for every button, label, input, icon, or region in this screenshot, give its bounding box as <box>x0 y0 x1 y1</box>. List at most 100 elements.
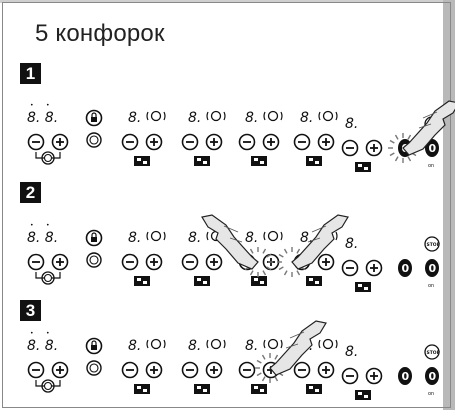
step-badge-1: 1 <box>20 63 41 84</box>
power-right-button[interactable] <box>425 367 439 385</box>
zone4-position-icon-cell-b <box>260 389 264 392</box>
zone5-burner-icon-arcs <box>318 111 338 121</box>
touch-highlight-1-ray <box>249 270 254 276</box>
touch-highlight-2-ray <box>296 248 301 254</box>
zone3-display: 8. <box>188 110 201 126</box>
zone4-burner-icon <box>267 338 279 350</box>
zone6-position-icon <box>355 390 371 400</box>
touch-highlight-1-ray <box>261 354 266 360</box>
indicator-dot-a: • <box>30 330 34 337</box>
touch-highlight-1-ray <box>274 354 279 360</box>
pointing-hand-1 <box>201 214 259 270</box>
power-right-button-label: 0 <box>429 262 437 275</box>
lock-icon-shackle <box>91 340 97 345</box>
zone4-display: 8. <box>245 338 258 354</box>
zone5-display: 8. <box>300 230 313 246</box>
timer-icon-inner <box>89 135 99 145</box>
touch-highlight-2-ray <box>296 270 301 276</box>
zone4-position-icon-cell-b <box>260 281 264 284</box>
timer-icon-inner <box>89 255 99 265</box>
touch-highlight-2-ray <box>283 248 288 254</box>
double-ring-icon-inner <box>43 273 53 283</box>
power-caption: on <box>428 391 434 397</box>
zone6-position-icon <box>355 282 371 292</box>
zone3-position-icon-cell-b <box>203 161 207 164</box>
zone4-position-icon <box>251 156 267 166</box>
zone5-position-icon-cell-b <box>315 161 319 164</box>
touch-highlight-1-ray <box>274 376 279 382</box>
zone6-position-icon-cell-b <box>364 395 368 398</box>
zone6-display: 8. <box>345 344 358 360</box>
double-ring-icon-inner <box>43 153 53 163</box>
zone4-burner-icon <box>267 230 279 242</box>
zone3-position-icon <box>194 156 210 166</box>
zone6-position-icon-cell-b <box>364 287 368 290</box>
figure-title: 5 конфорок <box>35 20 165 47</box>
pointing-hand-2 <box>291 214 349 270</box>
zone3-position-icon-cell-b <box>203 389 207 392</box>
zone4-burner-icon <box>267 110 279 122</box>
lock-icon-shackle <box>91 232 97 237</box>
power-right-button-label: 0 <box>429 370 437 383</box>
stop-button[interactable] <box>424 344 440 360</box>
zone3-position-icon <box>194 384 210 394</box>
figure-frame <box>2 2 451 408</box>
power-caption: on <box>428 163 434 169</box>
zone1-bracket <box>35 272 61 279</box>
touch-highlight-1-ray <box>266 266 272 271</box>
pointing-hand-1-creases <box>223 225 243 243</box>
touch-highlight-1-ray <box>261 376 266 382</box>
touch-highlight-1-ray <box>394 156 399 162</box>
zone6-display: 8. <box>345 116 358 132</box>
timer-icon <box>86 132 102 148</box>
touch-highlight-1-ray <box>389 152 395 157</box>
zone3-position-icon-cell-a <box>197 158 201 161</box>
zone6-position-icon <box>355 162 371 172</box>
zone2-burner-icon-arcs <box>146 339 166 349</box>
power-right-button[interactable] <box>425 259 439 277</box>
double-ring-icon <box>41 379 55 393</box>
double-ring-icon-inner <box>43 381 53 391</box>
stop-button[interactable] <box>424 236 440 252</box>
zone1-bracket <box>35 152 61 159</box>
step-badge-3: 3 <box>20 300 41 321</box>
zone5-burner-icon <box>322 338 334 350</box>
zone4-position-icon-cell-b <box>260 161 264 164</box>
double-zone-display: 8. 8. <box>27 110 58 126</box>
power-left-button[interactable] <box>398 259 412 277</box>
zone5-display: 8. <box>300 110 313 126</box>
zone6-position-icon-cell-a <box>358 284 362 287</box>
zone2-position-icon-cell-b <box>143 281 147 284</box>
zone2-burner-icon <box>150 230 162 242</box>
zone2-display: 8. <box>128 230 141 246</box>
zone2-display: 8. <box>128 338 141 354</box>
touch-highlight-2-ray <box>283 270 288 276</box>
step-badge-2: 2 <box>20 182 41 203</box>
zone2-position-icon-cell-a <box>137 278 141 281</box>
zone5-position-icon <box>306 276 322 286</box>
zone2-position-icon <box>134 156 150 166</box>
zone3-position-icon <box>194 276 210 286</box>
indicator-dot-b: • <box>46 330 50 337</box>
zone5-position-icon <box>306 156 322 166</box>
zone3-burner-icon-arcs <box>206 339 226 349</box>
zone6-display: 8. <box>345 236 358 252</box>
zone6-position-icon-cell-a <box>358 164 362 167</box>
touch-highlight-1-ray <box>407 156 412 162</box>
indicator-dot-a: • <box>30 102 34 109</box>
power-caption: on <box>428 283 434 289</box>
zone5-position-icon-cell-a <box>309 386 313 389</box>
zone2-position-icon <box>134 276 150 286</box>
touch-highlight-2-ray <box>278 266 284 271</box>
power-right-button-label: 0 <box>429 142 437 155</box>
lock-icon-body <box>91 345 97 350</box>
touch-highlight-1-ray <box>394 134 399 140</box>
zone4-position-icon-cell-a <box>254 278 258 281</box>
power-left-button[interactable] <box>398 367 412 385</box>
zone4-position-icon-cell-a <box>254 158 258 161</box>
zone2-position-icon <box>134 384 150 394</box>
zone3-display: 8. <box>188 230 201 246</box>
touch-highlight-1-ray <box>266 253 272 258</box>
timer-icon-inner <box>89 363 99 373</box>
